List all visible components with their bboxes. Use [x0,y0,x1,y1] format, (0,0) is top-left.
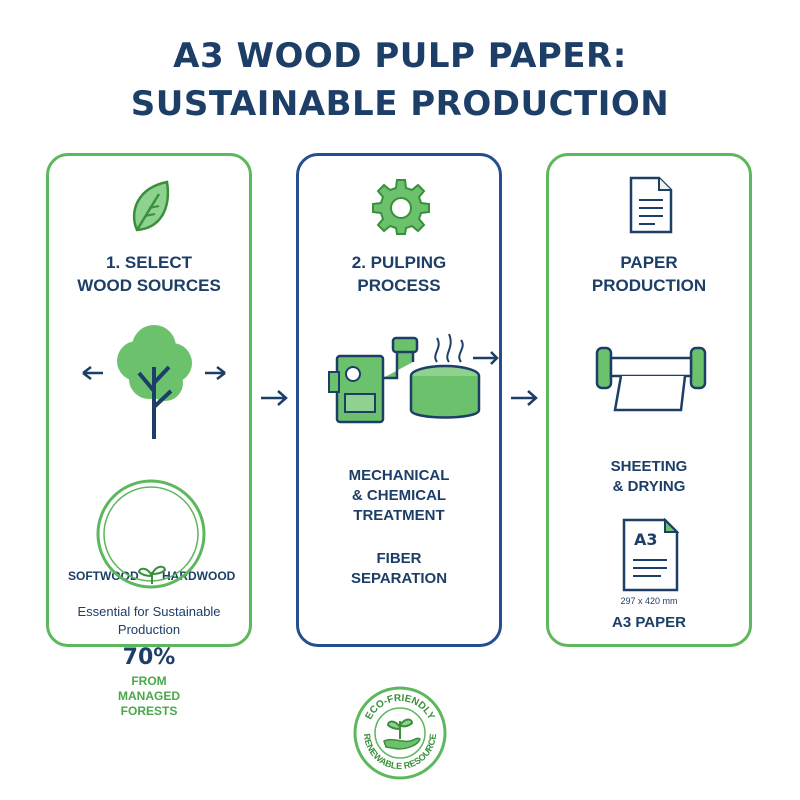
step1-heading-line1: 1. SELECT [106,253,192,272]
paper-roller-icon [595,346,707,412]
badge-line-2: MANAGED [118,689,180,703]
separation-line1: FIBER [376,550,422,567]
a3-sheet-icon [622,518,680,592]
separation-line2: SEPARATION [350,570,448,587]
step-panel-pulping: 2. PULPING PROCESS MECHANICAL & CHEMICAL… [296,153,502,647]
stage-line1: SHEETING [610,458,688,475]
gear-icon [372,179,430,235]
badge-label: FROM MANAGED FORESTS [49,674,249,719]
badge-percent: 70% [122,645,176,670]
a3-sheet-tag: A3 [634,530,658,549]
treatment-line2: & CHEMICAL [351,487,447,504]
step1-heading-line2: WOOD SOURCES [77,276,221,295]
product-label: A3 PAPER [612,614,686,631]
treatment-line1: MECHANICAL [348,467,450,484]
badge-line-3: FORESTS [120,704,178,718]
step2-heading-line2: PROCESS [357,276,441,295]
tree-icon [82,325,226,439]
step3-heading-line2: PRODUCTION [591,276,707,295]
step3-heading-line1: PAPER [620,253,678,272]
badge-line-1: FROM [131,674,167,688]
flow-arrow-2 [511,390,538,406]
title-line-1: A3 WOOD PULP PAPER: [173,36,627,76]
hand-sprout-icon [383,718,421,750]
step1-note-line2: Production [117,622,181,637]
treatment-line3: TREATMENT [353,507,445,524]
step-panel-select-wood: 1. SELECT WOOD SOURCES SOFTWOOD HARDWOOD… [46,153,252,718]
paper-size-label: 297 x 420 mm [620,596,678,606]
step1-note-line1: Essential for Sustainable [77,604,221,619]
stage-line2: & DRYING [612,478,686,495]
step-panel-paper-production: PAPER PRODUCTION SHEETING & DRYING A3 29… [546,153,752,647]
flow-arrow-1 [261,390,288,406]
title-line-2: SUSTAINABLE PRODUCTION [130,84,670,124]
eco-friendly-seal: ECO-FRIENDLY RENEWABLE RESOURCE [353,686,447,780]
sprout-icon [137,565,167,584]
step2-heading-line1: 2. PULPING [351,253,447,272]
leaf-icon [132,180,170,232]
document-icon [629,176,673,234]
pulping-machine-icon [328,333,499,424]
